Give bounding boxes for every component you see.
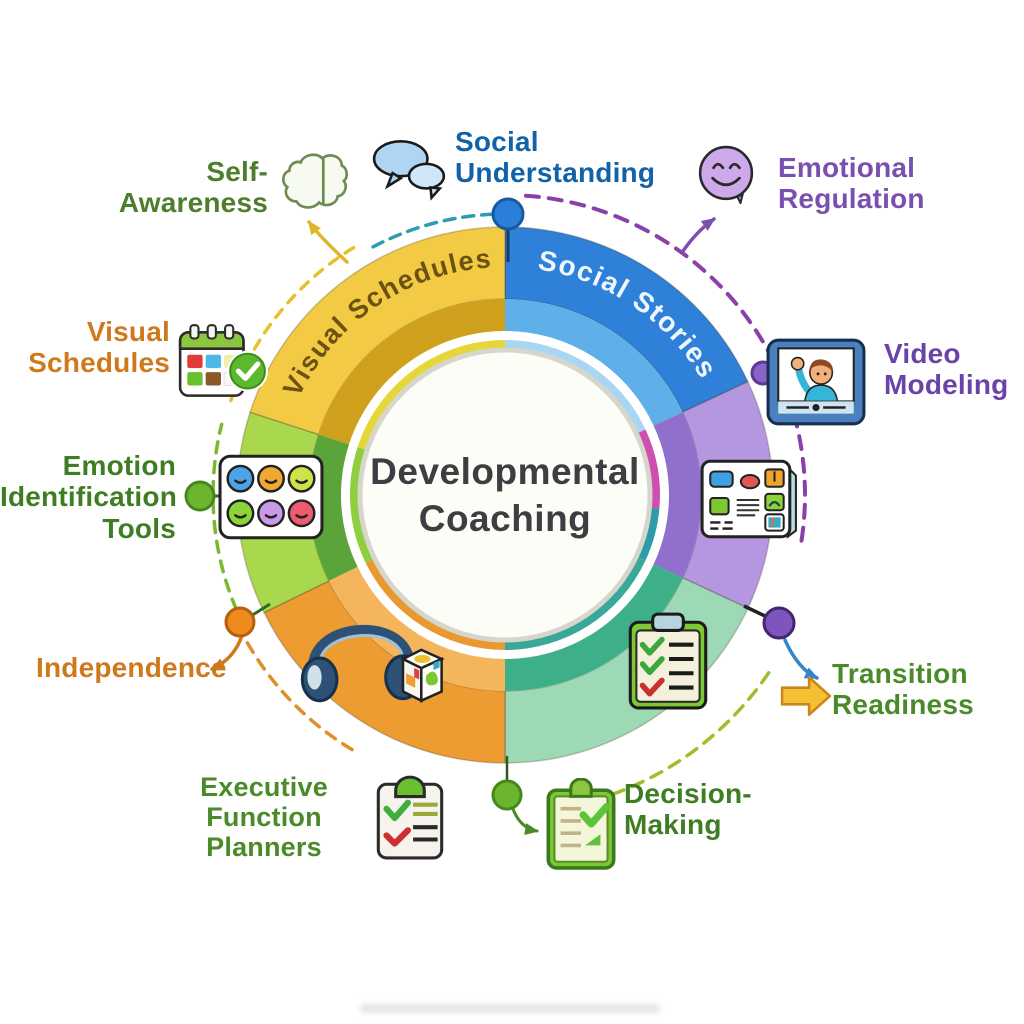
connector-2	[250, 602, 271, 618]
node-independence	[224, 606, 256, 638]
dashed-arc-1	[371, 212, 497, 249]
arrow-to-self-awareness	[307, 220, 349, 264]
accent-arc-1	[638, 429, 660, 509]
arrow-to-emotional-regulation	[681, 217, 716, 253]
node-transition	[762, 606, 796, 640]
dashed-arc-3	[211, 422, 247, 630]
segment-band-independence	[328, 566, 505, 691]
dashed-arc-5	[612, 671, 771, 796]
accent-arc-0	[505, 340, 646, 433]
node-video-modeling	[750, 360, 776, 386]
arrow-to-transition	[783, 638, 819, 680]
connector-3	[743, 604, 768, 619]
dashed-arc-4	[241, 632, 354, 752]
diagram-title: Developmental Coaching	[345, 448, 665, 543]
arrow-to-decision-making	[510, 804, 539, 835]
segment-band-social-stories	[505, 299, 683, 426]
accent-arc-3	[505, 557, 646, 650]
accent-arc-6	[357, 340, 505, 450]
dashed-arc-2	[523, 193, 807, 550]
accent-arc-4	[365, 559, 505, 650]
node-emotion-tools	[184, 480, 216, 512]
segment-band-visual-schedules	[318, 299, 505, 445]
accent-arc-2	[638, 507, 660, 561]
diagram-title-line1: Developmental	[370, 451, 640, 492]
center-circle	[357, 347, 653, 643]
arrow-to-independence	[210, 630, 245, 671]
node-decision-making	[491, 779, 523, 811]
node-social-understanding	[491, 197, 525, 231]
segment-band-video-modeling	[653, 412, 701, 578]
floor-shadow	[360, 1004, 660, 1013]
diagram-title-line2: Coaching	[418, 498, 592, 540]
accent-arc-5	[350, 447, 373, 563]
segment-band-decision-making	[505, 564, 683, 691]
